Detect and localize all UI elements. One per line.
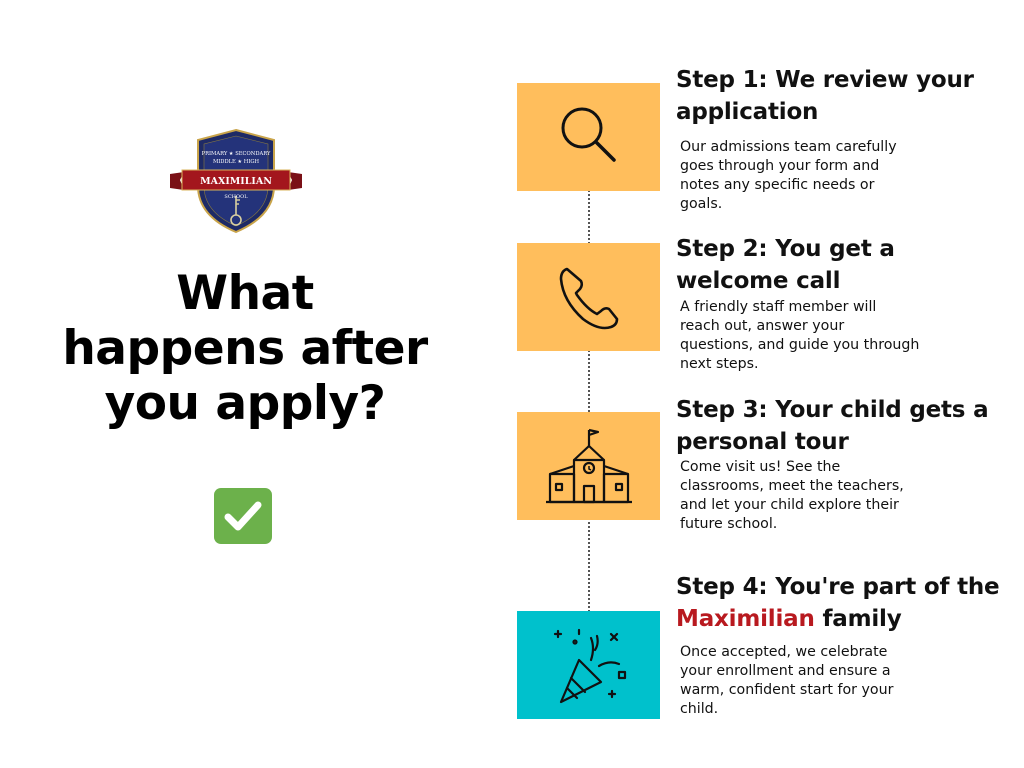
step-1-description: Our admissions team carefully goes throu… bbox=[680, 139, 897, 212]
step-4-title-suffix: family bbox=[814, 606, 902, 632]
school-crest-logo: PRIMARY ★ SECONDARY MIDDLE ★ HIGH MAXIMI… bbox=[170, 128, 302, 234]
headline-line-1: What bbox=[176, 266, 314, 321]
step-2-description: A friendly staff member will reach out, … bbox=[680, 299, 920, 372]
check-mark-icon bbox=[214, 488, 272, 544]
step-1-title: Step 1: We review your application bbox=[676, 67, 974, 125]
crest-top-text: PRIMARY ★ SECONDARY bbox=[202, 151, 271, 157]
school-building-icon bbox=[545, 428, 632, 504]
step-3-description: Come visit us! See the classrooms, meet … bbox=[680, 459, 904, 532]
crest-banner-text: MAXIMILIAN bbox=[200, 176, 272, 187]
crest-bottom-text: SCHOOL bbox=[224, 194, 248, 200]
phone-icon bbox=[559, 267, 618, 330]
timeline-connector bbox=[588, 190, 590, 612]
step-4-title-prefix: Step 4: You're part of the bbox=[676, 574, 1000, 600]
step-3-icon-box bbox=[517, 412, 660, 520]
step-2-title: Step 2: You get a welcome call bbox=[676, 236, 895, 294]
step-4-title-accent: Maximilian bbox=[676, 606, 815, 632]
party-popper-icon bbox=[553, 628, 626, 704]
step-4-icon-box bbox=[517, 611, 660, 719]
step-1-icon-box bbox=[517, 83, 660, 191]
headline-line-3: you apply? bbox=[104, 376, 386, 431]
step-4-description: Once accepted, we celebrate your enrollm… bbox=[680, 644, 894, 717]
headline-line-2: happens after bbox=[62, 321, 428, 376]
step-2-icon-box bbox=[517, 243, 660, 351]
magnifying-glass-icon bbox=[561, 107, 616, 162]
step-3-title: Step 3: Your child gets a personal tour bbox=[676, 397, 989, 455]
step-4-title: Step 4: You're part of the Maximilian fa… bbox=[676, 571, 1006, 635]
page-headline: What happens after you apply? bbox=[20, 266, 470, 431]
crest-middle-text: MIDDLE ★ HIGH bbox=[213, 159, 260, 165]
